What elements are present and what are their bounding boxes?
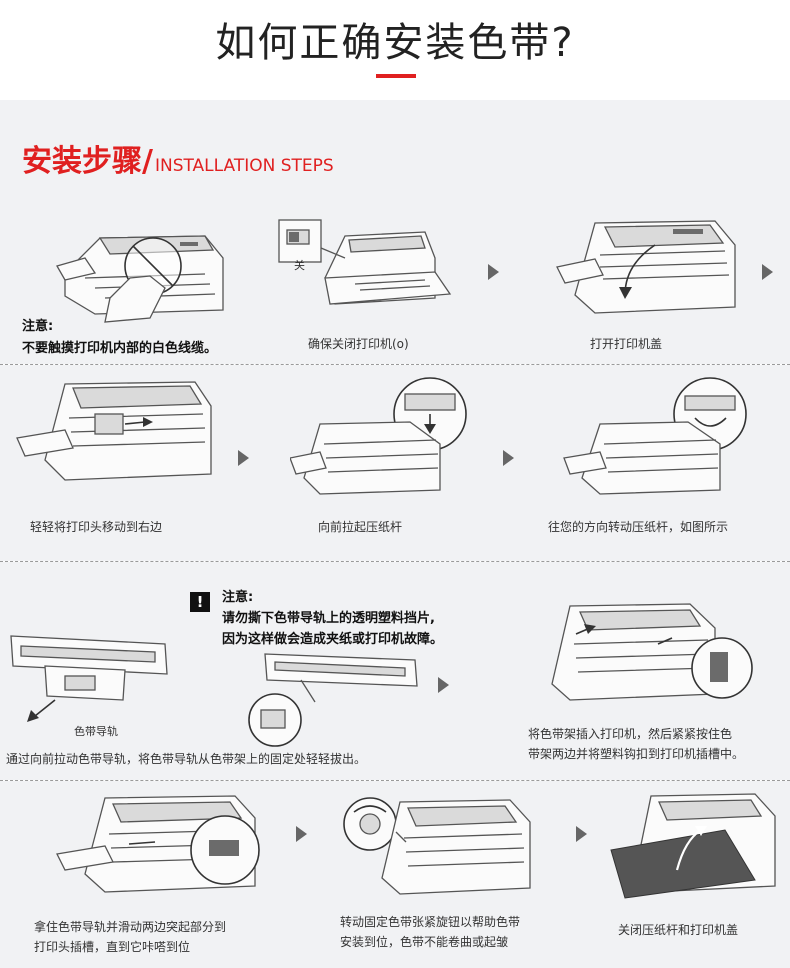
row3-warning-title: 注意: (222, 590, 254, 605)
tension-knob-illustration (343, 797, 531, 895)
row2-step2-caption: 向前拉起压纸杆 (318, 520, 403, 534)
slide-guide-illustration (56, 795, 260, 893)
page-title: 如何正确安装色带? (215, 20, 575, 66)
row4-step3-caption: 关闭压纸杆和打印机盖 (618, 923, 739, 937)
step-arrow (438, 677, 449, 693)
step-arrow (238, 450, 249, 466)
insert-ribbon-cartridge-illustration (551, 603, 753, 701)
ribbon-cartridge-illustration (10, 635, 168, 722)
step-arrow (576, 826, 587, 842)
warning-icon: ! (190, 592, 210, 612)
step-arrow (762, 264, 773, 280)
print-head-right-illustration (16, 381, 212, 481)
section-title-cn: 安装步骤/ (22, 144, 153, 179)
close-cover-illustration (610, 793, 776, 899)
section-title-en: INSTALLATION STEPS (154, 156, 334, 176)
row3-step1-caption: 通过向前拉动色带导轨，将色带导轨从色带架上的固定处轻轻拔出。 (6, 752, 367, 766)
row-separator (0, 561, 790, 562)
row4-step1-caption-line2: 打印头插槽，直到它咔嗒到位 (34, 940, 191, 954)
pull-paper-lever-illustration (290, 377, 467, 495)
row1-note-text: 不要触摸打印机内部的白色线缆。 (22, 341, 218, 356)
step-arrow (296, 826, 307, 842)
row2-step1-caption: 轻轻将打印头移动到右边 (30, 520, 163, 534)
row1-step3-caption: 打开打印机盖 (590, 337, 663, 351)
row3-warning-line2: 因为这样做会造成夹纸或打印机故障。 (222, 632, 444, 647)
row3-step2-caption-line2: 带架两边并将塑料钩扣到打印机插槽中。 (528, 747, 745, 761)
row3-warning-line1: 请勿撕下色带导轨上的透明塑料挡片, (222, 611, 435, 626)
header-band (0, 100, 790, 200)
title-underline (376, 74, 416, 78)
printer-open-cover-illustration (556, 220, 736, 314)
ribbon-guide-label: 色带导轨 (74, 725, 118, 738)
printer-power-off-illustration (278, 219, 452, 305)
row-separator (0, 364, 790, 365)
row1-note-title: 注意: (22, 319, 54, 334)
row4-step1-caption-line1: 拿住色带导轨并滑动两边突起部分到 (34, 920, 227, 934)
ribbon-guide-removal-illustration (248, 653, 418, 747)
step-arrow (488, 264, 499, 280)
rotate-paper-lever-illustration (563, 377, 747, 495)
step-arrow (503, 450, 514, 466)
row4-step2-caption-line2: 安装到位，色带不能卷曲或起皱 (340, 935, 509, 949)
printer-no-touch-illustration (56, 235, 224, 323)
row4-step2-caption-line1: 转动固定色带张紧旋钮以帮助色带 (340, 915, 521, 929)
power-switch-label: 关 (294, 259, 305, 272)
row1-step2-caption: 确保关闭打印机(o) (308, 337, 409, 351)
row3-step2-caption-line1: 将色带架插入打印机，然后紧紧按住色 (528, 727, 733, 741)
section-heading: 安装步骤/INSTALLATION STEPS (22, 136, 334, 180)
row2-step3-caption: 往您的方向转动压纸杆，如图所示 (548, 520, 729, 534)
row-separator (0, 780, 790, 781)
